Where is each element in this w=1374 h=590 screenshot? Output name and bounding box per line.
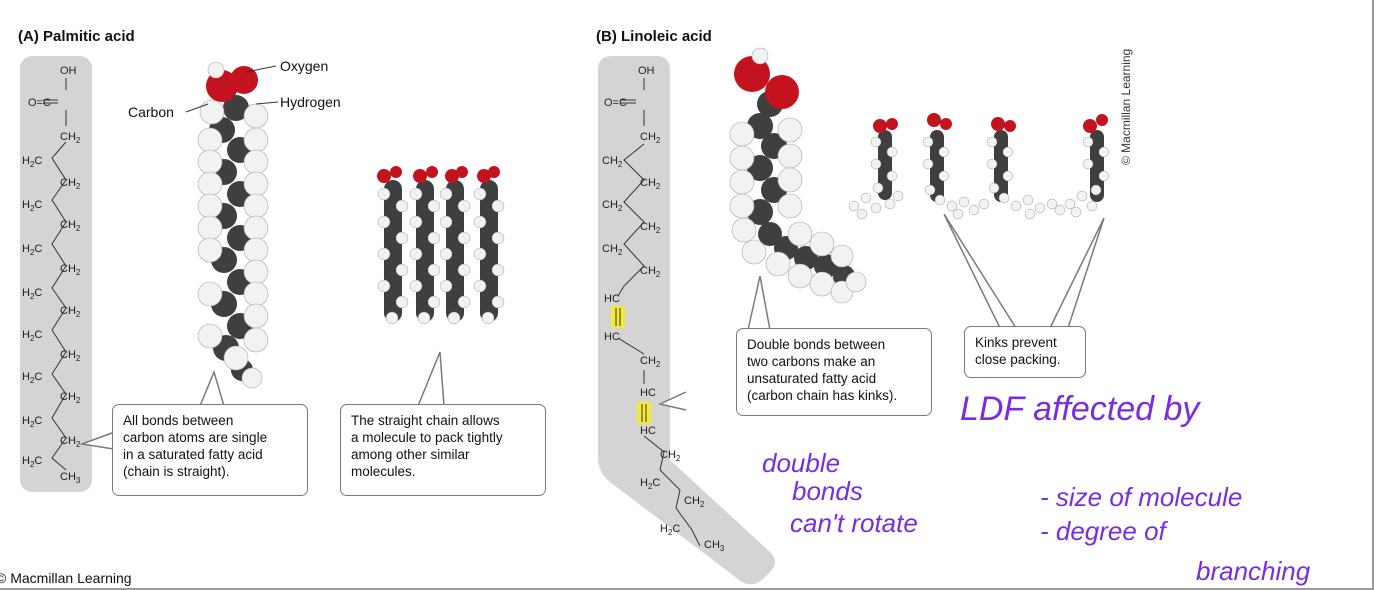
svg-text:CH2: CH2 — [60, 219, 81, 233]
copyright-bottom: © Macmillan Learning — [0, 570, 132, 586]
svg-text:HC: HC — [640, 387, 656, 399]
hand-note-cant-rotate: can't rotate — [790, 508, 918, 538]
svg-text:H2C: H2C — [22, 455, 42, 469]
callout-single-bonds: All bonds between carbon atoms are singl… — [112, 404, 308, 496]
panel-a-space-filling-model — [197, 61, 269, 389]
svg-text:CH2: CH2 — [60, 349, 81, 363]
svg-text:H2C: H2C — [22, 371, 42, 385]
callout-straight-chain: The straight chain allows a molecule to … — [340, 404, 546, 496]
panel-a-formula-background — [20, 56, 92, 492]
svg-text:CH2: CH2 — [640, 131, 661, 145]
svg-text:CH2: CH2 — [640, 177, 661, 191]
svg-text:CH2: CH2 — [684, 495, 705, 509]
svg-text:CH2: CH2 — [602, 243, 623, 257]
svg-text:CH2: CH2 — [602, 199, 623, 213]
svg-text:CH2: CH2 — [640, 221, 661, 235]
panel-b-carbonyl: O=C — [604, 97, 627, 109]
svg-text:CH2: CH2 — [60, 391, 81, 405]
svg-text:H2C: H2C — [660, 523, 680, 537]
svg-text:CH3: CH3 — [60, 471, 81, 485]
svg-text:H2C: H2C — [22, 243, 42, 257]
svg-text:CH2: CH2 — [60, 305, 81, 319]
hand-note-degree: - degree of — [1040, 516, 1169, 546]
svg-text:H2C: H2C — [22, 415, 42, 429]
svg-text:CH2: CH2 — [640, 265, 661, 279]
hand-note-double: double — [762, 448, 840, 478]
hand-note-branching: branching — [1196, 556, 1311, 586]
callout-kinks: Kinks prevent close packing. — [964, 326, 1086, 378]
double-bond-highlight-2 — [637, 402, 651, 424]
svg-text:HC: HC — [604, 331, 620, 343]
panel-a-title: (A) Palmitic acid — [18, 28, 135, 45]
svg-text:CH2: CH2 — [640, 355, 661, 369]
hand-note-size: - size of molecule — [1040, 482, 1242, 512]
panel-b-title: (B) Linoleic acid — [596, 28, 712, 45]
svg-text:CH2: CH2 — [660, 449, 681, 463]
svg-text:CH2: CH2 — [60, 435, 81, 449]
label-carbon: Carbon — [128, 104, 174, 120]
panel-b-formula-bonds — [617, 78, 701, 547]
svg-text:H2C: H2C — [22, 287, 42, 301]
svg-text:H2C: H2C — [22, 199, 42, 213]
handwritten-notes: double bonds can't rotate LDF affected b… — [762, 390, 1311, 586]
panel-a-packed-molecules — [377, 166, 505, 325]
hand-note-bonds: bonds — [792, 476, 863, 506]
callout-double-bonds: Double bonds between two carbons make an… — [736, 328, 932, 416]
panel-b-formula-background — [598, 56, 775, 585]
hand-note-ldf: LDF affected by — [960, 390, 1201, 428]
panel-a-formula-bonds — [43, 78, 67, 471]
panel-b-space-filling-model — [729, 47, 867, 304]
copyright-vertical: © Macmillan Learning — [1119, 48, 1133, 165]
panel-b-oh: OH — [638, 65, 655, 77]
svg-text:CH2: CH2 — [60, 177, 81, 191]
svg-text:CH2: CH2 — [60, 263, 81, 277]
svg-text:H2C: H2C — [22, 155, 42, 169]
panel-a-oh: OH — [60, 65, 77, 77]
panel-b-packed-molecules — [848, 113, 1110, 220]
svg-text:CH2: CH2 — [602, 155, 623, 169]
svg-text:H2C: H2C — [640, 477, 660, 491]
label-oxygen: Oxygen — [280, 58, 329, 74]
svg-text:HC: HC — [604, 293, 620, 305]
svg-text:H2C: H2C — [22, 329, 42, 343]
svg-text:CH2: CH2 — [60, 131, 81, 145]
label-hydrogen: Hydrogen — [280, 94, 341, 110]
double-bond-highlight-1 — [611, 306, 625, 328]
svg-text:CH3: CH3 — [704, 539, 725, 553]
svg-text:HC: HC — [640, 425, 656, 437]
panel-a-carbonyl: O=C — [28, 97, 51, 109]
